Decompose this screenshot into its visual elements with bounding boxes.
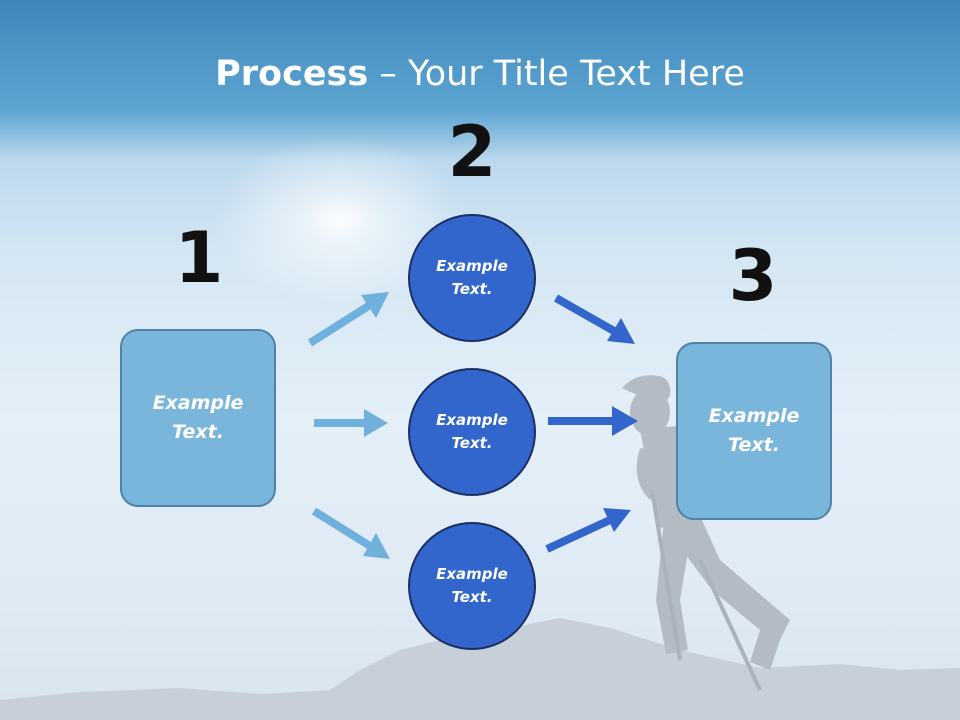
circle-middle-line1: Example	[436, 411, 508, 429]
arrow-middle-to-3	[548, 406, 638, 436]
circle-top-line1: Example	[436, 257, 508, 275]
title-bold: Process	[215, 54, 369, 94]
circle-bottom-line2: Text.	[451, 588, 493, 606]
trekking-poles	[650, 489, 762, 691]
step-number-3: 3	[728, 235, 778, 317]
step-number-2: 2	[447, 111, 497, 193]
step-3-box[interactable]: Example Text.	[676, 342, 832, 520]
step-1-box[interactable]: Example Text.	[120, 329, 276, 507]
slide-title: Process – Your Title Text Here	[0, 52, 960, 96]
arrow-bottom-to-3	[545, 508, 631, 553]
mountain-ridge	[0, 618, 960, 720]
title-rest: – Your Title Text Here	[368, 54, 745, 94]
step-2-circle-top[interactable]: Example Text.	[408, 214, 536, 342]
step-2-circle-bottom[interactable]: Example Text.	[408, 522, 536, 650]
step-1-box-line2: Text.	[172, 421, 224, 443]
circle-bottom-line1: Example	[436, 565, 508, 583]
arrow-top-to-3	[554, 294, 635, 344]
step-number-1: 1	[174, 217, 224, 299]
step-2-circle-middle[interactable]: Example Text.	[408, 368, 536, 496]
step-1-box-line1: Example	[152, 392, 244, 414]
circle-top-line2: Text.	[451, 280, 493, 298]
arrow-1-to-top	[307, 292, 389, 347]
circle-middle-line2: Text.	[451, 434, 493, 452]
arrow-1-to-bottom	[311, 507, 390, 559]
step-3-box-line1: Example	[708, 405, 800, 427]
arrow-1-to-middle	[314, 409, 388, 437]
step-3-box-line2: Text.	[728, 434, 780, 456]
